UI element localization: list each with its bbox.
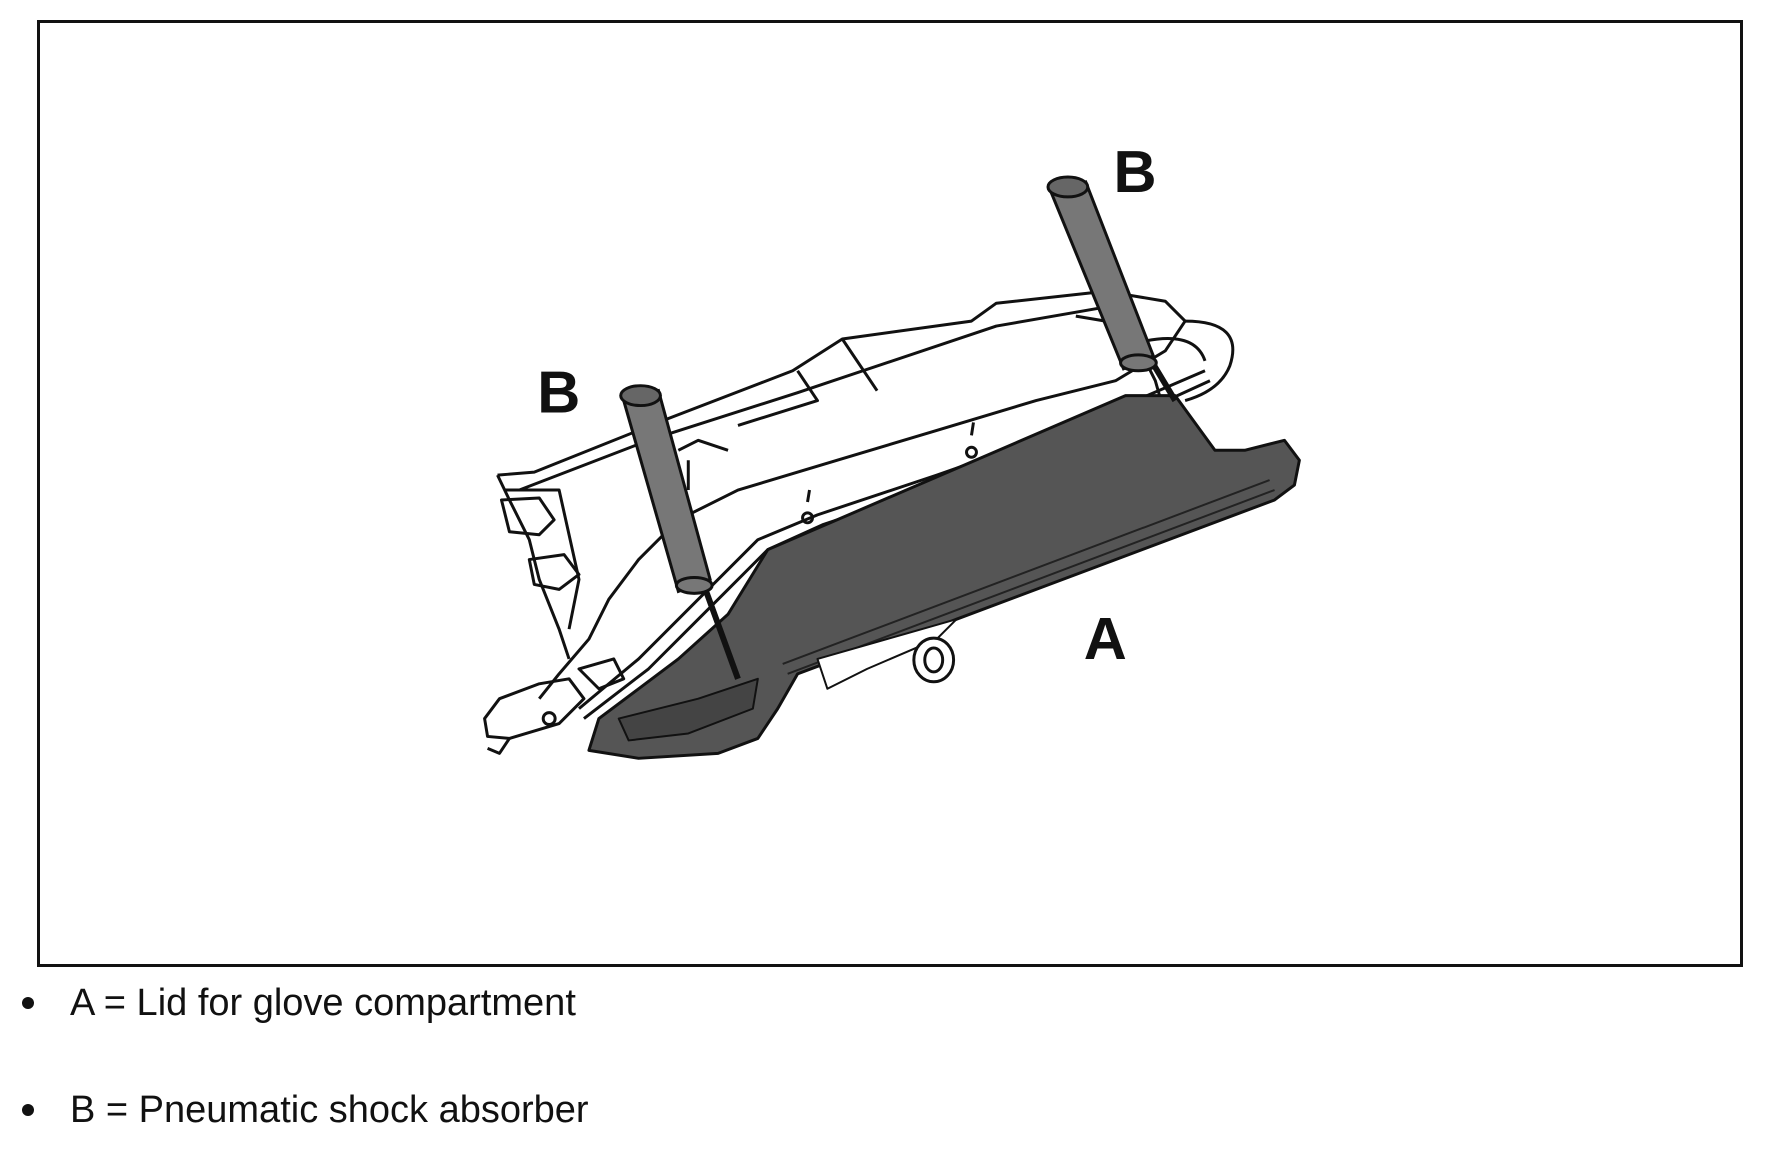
legend-item: A = Lid for glove compartment [20, 978, 576, 1028]
bullet-icon [22, 1104, 34, 1116]
callout-label-a: A [1084, 605, 1127, 672]
legend-item-text: B = Pneumatic shock absorber [70, 1089, 589, 1131]
legend-item: B = Pneumatic shock absorber [20, 1085, 589, 1135]
glove-compartment-illustration: A B B [483, 138, 1301, 760]
legend-item-text: A = Lid for glove compartment [70, 982, 576, 1024]
bullet-icon [22, 997, 34, 1009]
shock-absorber-left [619, 384, 741, 680]
diagram-frame: A B B [37, 20, 1743, 967]
shock-absorber-right [1046, 175, 1178, 403]
callout-label-b-right: B [1114, 138, 1157, 205]
callout-label-b-left: B [537, 359, 580, 426]
glove-compartment-lid [587, 394, 1301, 760]
